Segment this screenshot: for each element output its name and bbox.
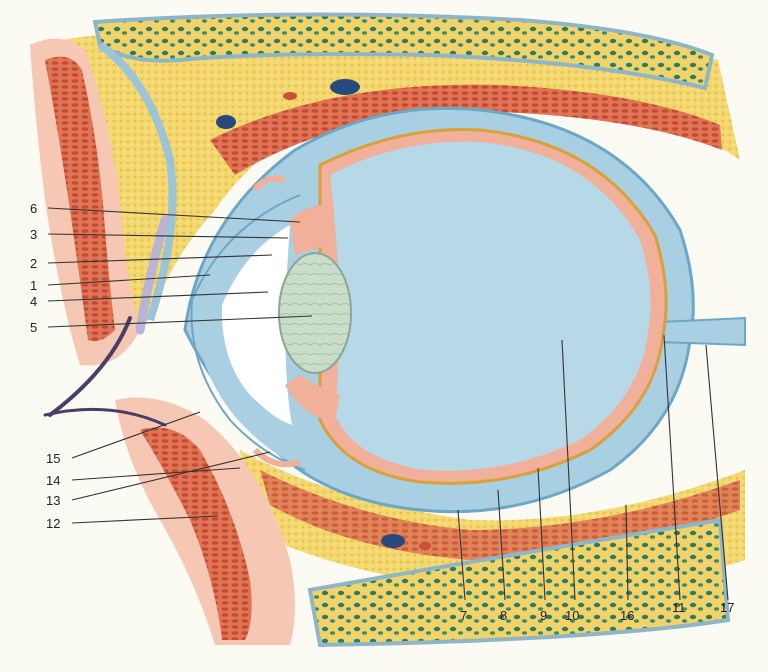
label-9: 9: [540, 608, 547, 623]
vessel-lower-1: [381, 534, 405, 548]
label-4: 4: [30, 294, 37, 309]
label-12: 12: [46, 516, 60, 531]
label-17: 17: [720, 600, 734, 615]
vessel-upper-2: [216, 115, 236, 129]
lens: [279, 253, 351, 373]
label-14: 14: [46, 473, 60, 488]
label-15: 15: [46, 451, 60, 466]
label-7: 7: [460, 608, 467, 623]
label-6: 6: [30, 201, 37, 216]
label-11: 11: [672, 600, 686, 615]
label-10: 10: [565, 608, 579, 623]
label-16: 16: [620, 608, 634, 623]
label-2: 2: [30, 256, 37, 271]
vessel-upper-3: [283, 92, 297, 100]
label-3: 3: [30, 227, 37, 242]
vessel-upper-1: [330, 79, 360, 95]
vessel-lower-2: [419, 542, 431, 550]
label-1: 1: [30, 278, 37, 293]
label-5: 5: [30, 320, 37, 335]
label-13: 13: [46, 493, 60, 508]
optic-nerve: [660, 318, 745, 345]
label-8: 8: [500, 608, 507, 623]
